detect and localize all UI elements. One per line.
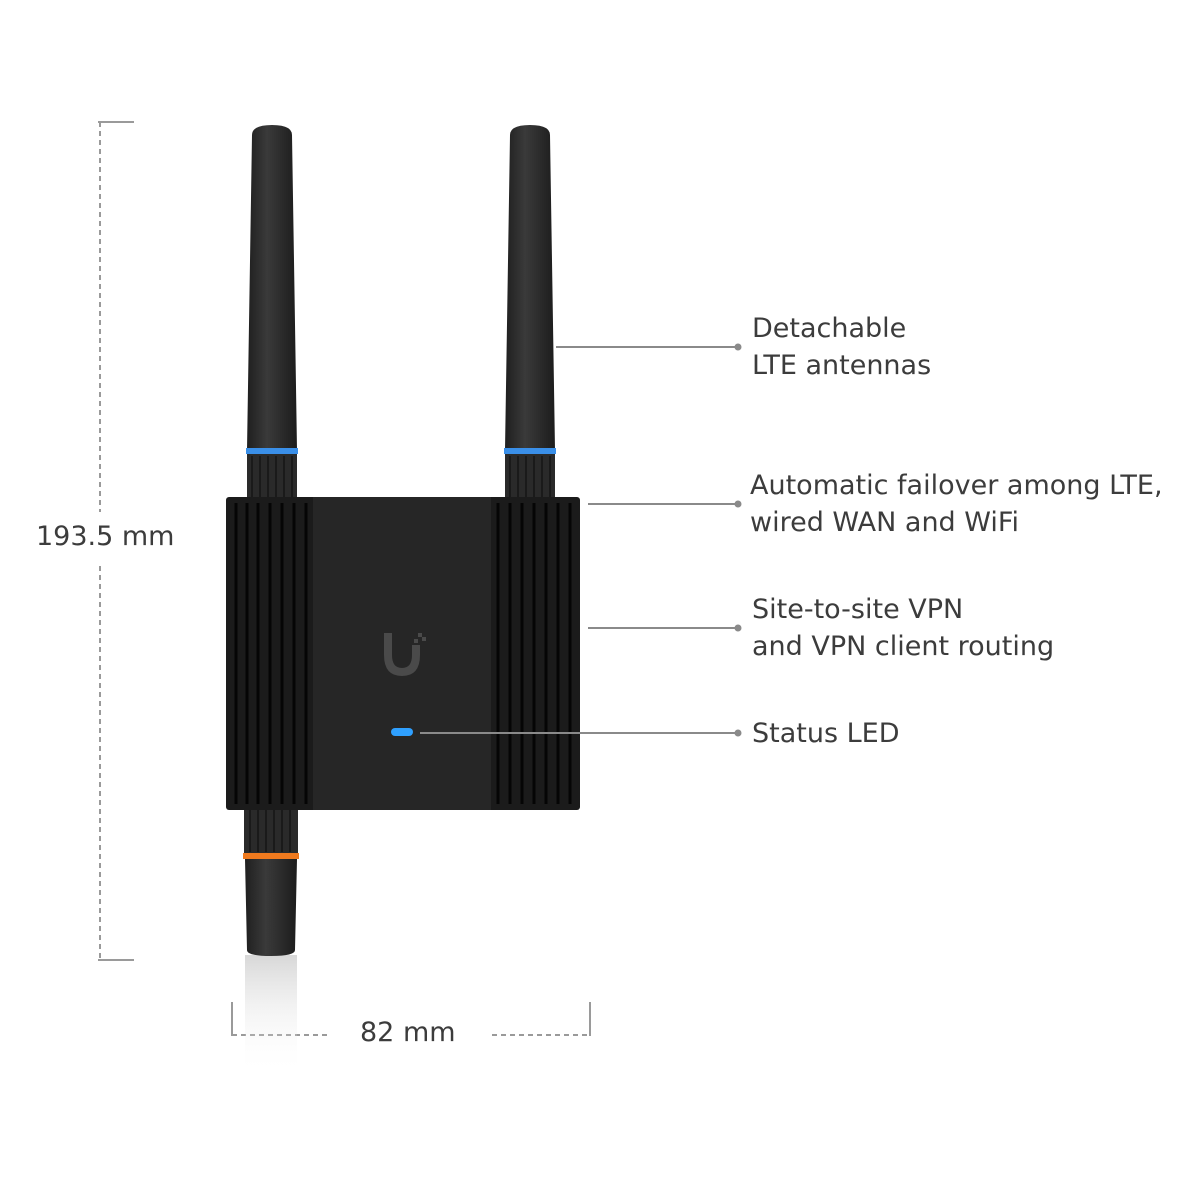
bottom-antenna bbox=[243, 808, 299, 956]
leader-lines bbox=[420, 343, 742, 737]
callout-antennas: Detachable LTE antennas bbox=[752, 310, 931, 384]
callout-vpn: Site-to-site VPN and VPN client routing bbox=[752, 591, 1054, 665]
right-antenna bbox=[504, 125, 556, 499]
device-body bbox=[226, 497, 580, 810]
width-dimension-label: 82 mm bbox=[360, 1017, 456, 1048]
callout-line: Status LED bbox=[752, 718, 900, 749]
callout-line: wired WAN and WiFi bbox=[750, 507, 1019, 538]
callout-line: LTE antennas bbox=[752, 350, 932, 381]
antenna-reflection bbox=[245, 955, 297, 1075]
callout-line: Automatic failover among LTE, bbox=[750, 470, 1163, 501]
callout-line: and VPN client routing bbox=[752, 631, 1055, 662]
height-dimension-label: 193.5 mm bbox=[36, 521, 175, 552]
callout-failover: Automatic failover among LTE, wired WAN … bbox=[750, 467, 1163, 541]
left-antenna bbox=[246, 125, 298, 499]
ubiquiti-logo-icon bbox=[384, 633, 426, 676]
callout-line: Site-to-site VPN bbox=[752, 594, 964, 625]
height-dimension-line bbox=[98, 121, 134, 961]
callout-status-led: Status LED bbox=[752, 715, 900, 752]
status-led-icon bbox=[391, 728, 413, 736]
callout-line: Detachable bbox=[752, 313, 907, 344]
